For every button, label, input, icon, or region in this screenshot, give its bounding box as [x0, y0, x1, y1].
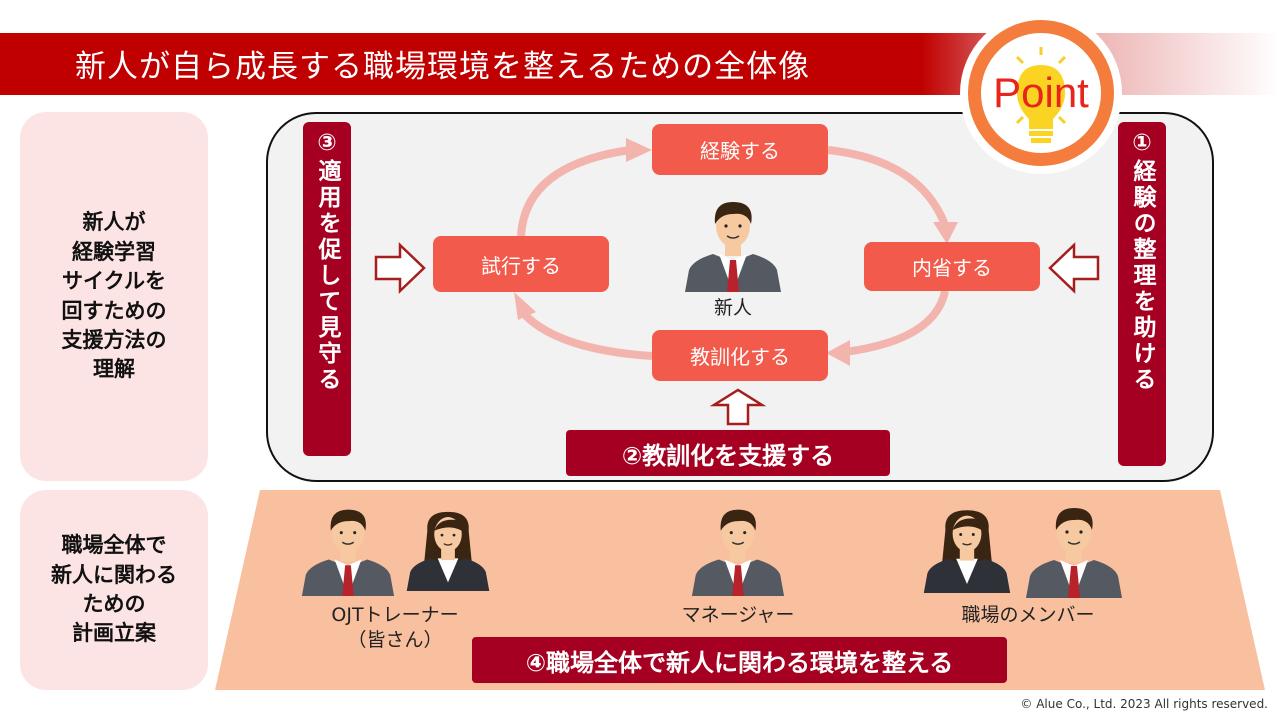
page-title: 新人が自ら成長する職場環境を整えるための全体像	[75, 49, 811, 85]
step-experience: 経験する	[652, 124, 828, 175]
point-text: Point	[993, 69, 1089, 116]
arrow-reflect-to-lesson	[844, 290, 949, 356]
left-panel-workplace-plan: 職場全体で 新人に関わる ための 計画立案	[20, 490, 208, 690]
ojt-trainer-man-icon	[300, 497, 396, 599]
left-panel-cycle-support: 新人が 経験学習 サイクルを 回すための 支援方法の 理解	[20, 112, 208, 481]
step-lesson: 教訓化する	[652, 330, 828, 381]
lightbulb-icon	[1015, 47, 1067, 143]
newcomer-person-icon	[682, 192, 784, 292]
member-man-icon	[1024, 497, 1124, 599]
manager-icon	[690, 497, 786, 599]
arrow-experience-to-reflect	[827, 146, 949, 227]
step-trial: 試行する	[433, 236, 609, 292]
newcomer-label: 新人	[713, 297, 752, 319]
manager-label: マネージャー	[681, 604, 795, 626]
support-3-label: ③適用を促して見守る	[303, 122, 351, 456]
hollow-arrow-right-icon	[374, 242, 426, 294]
ojt-trainer-woman-icon	[405, 497, 491, 599]
support-1-label: ①経験の整理を助ける	[1118, 122, 1166, 466]
point-badge: Point	[960, 12, 1122, 174]
members-label: 職場のメンバー	[961, 604, 1095, 626]
step-reflect: 内省する	[864, 242, 1040, 291]
ojt-trainer-label: OJTトレーナー （皆さん）	[331, 604, 459, 651]
hollow-arrow-up-icon	[709, 388, 767, 426]
support-4-label: ④職場全体で新人に関わる環境を整える	[472, 637, 1007, 683]
hollow-arrow-left-icon	[1048, 242, 1100, 294]
arrow-lesson-to-trial	[522, 312, 653, 360]
member-woman-icon	[922, 497, 1012, 599]
arrow-trial-to-experience	[517, 146, 631, 237]
copyright: © Alue Co., Ltd. 2023 All rights reserve…	[1020, 697, 1268, 711]
support-2-label: ②教訓化を支援する	[566, 430, 890, 476]
